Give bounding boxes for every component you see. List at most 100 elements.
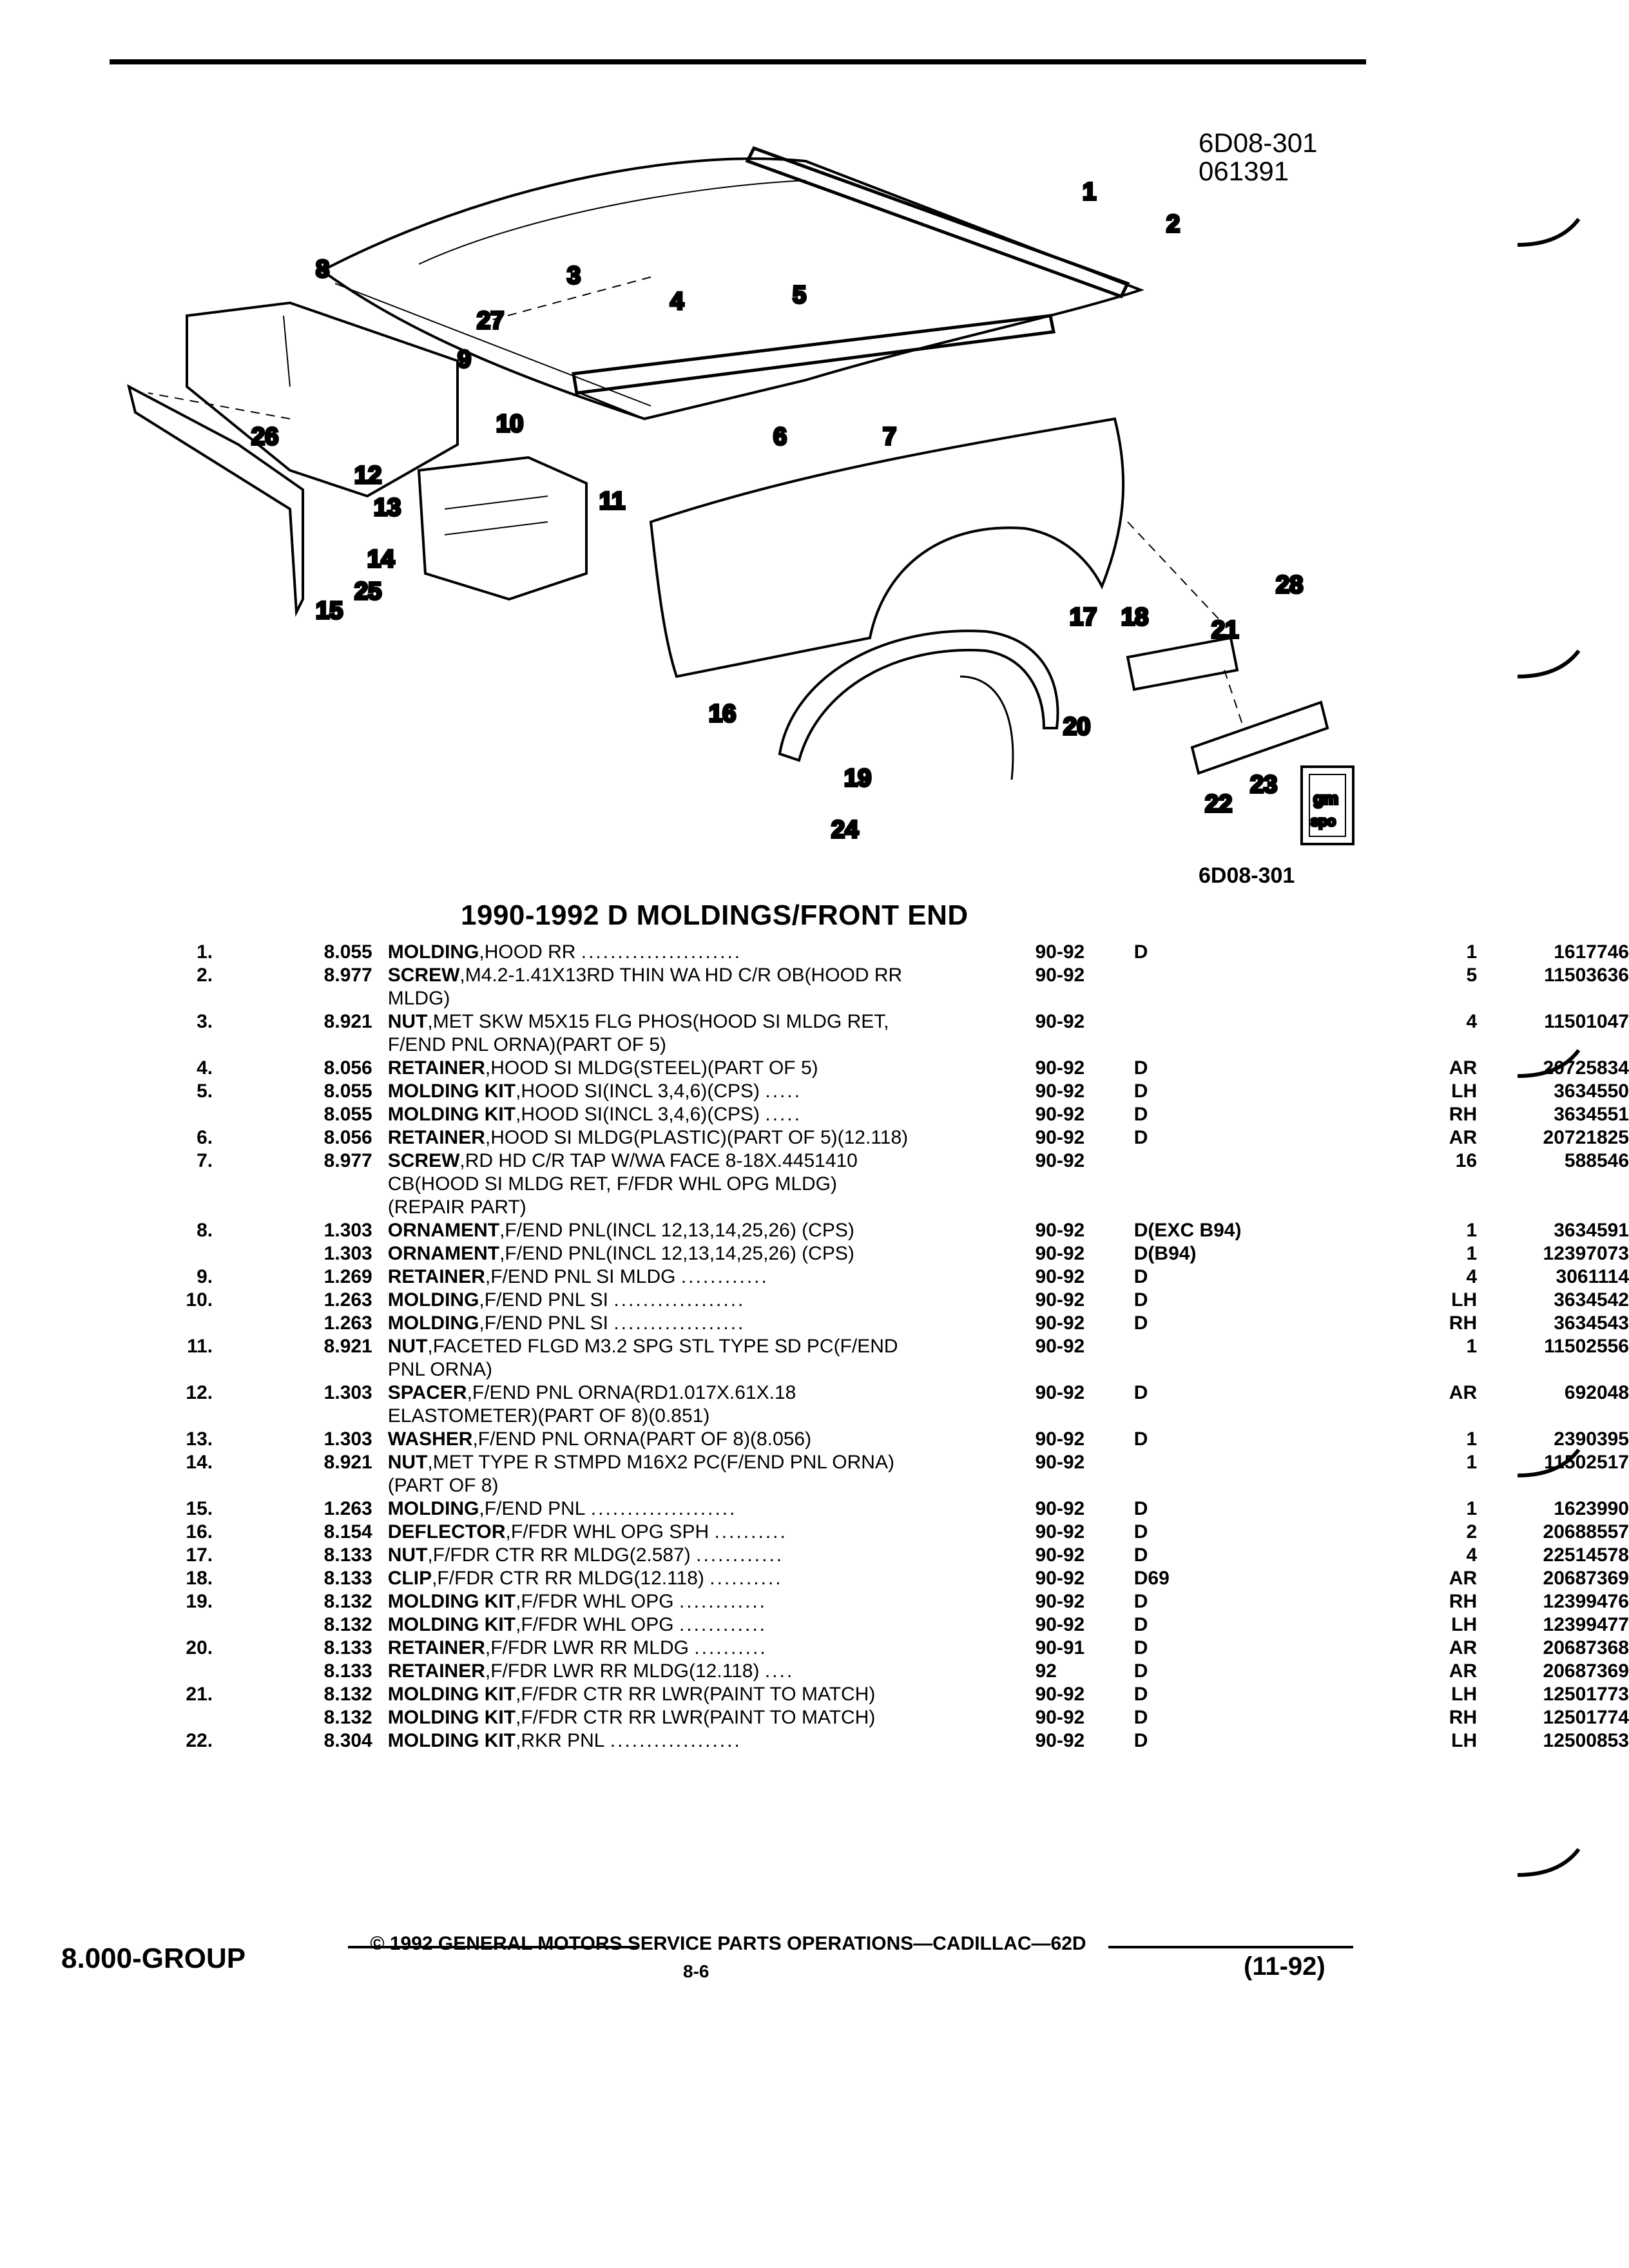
- model-years: 90-92: [1035, 1684, 1085, 1705]
- item-number: 1.: [197, 941, 213, 963]
- item-number: [0, 1706, 213, 1729]
- quantity: AR: [1449, 1660, 1478, 1682]
- footer-rule-left: [348, 1946, 638, 1948]
- quantity: RH: [1449, 1591, 1478, 1612]
- quantity: 1: [1466, 1428, 1478, 1450]
- logo-text-gm: gm: [1313, 789, 1338, 808]
- quantity: LH: [1451, 1730, 1478, 1751]
- part-number: 3634551: [1554, 1104, 1629, 1125]
- part-name: SCREW: [387, 1150, 460, 1171]
- callout-10: 10: [496, 410, 523, 437]
- part-number: 20688557: [1543, 1521, 1629, 1542]
- callout-14: 14: [367, 546, 394, 573]
- option-code: [1128, 964, 1394, 1010]
- part-detail: ,HOOD SI MLDG(STEEL)(PART OF 5): [485, 1057, 818, 1079]
- callout-27: 27: [477, 307, 504, 334]
- model-years: 90-92: [1035, 1707, 1085, 1728]
- part-number: 3634591: [1554, 1220, 1629, 1241]
- model-years: 90-92: [1035, 1266, 1085, 1287]
- callout-16: 16: [709, 700, 736, 727]
- leader-dots: ..........: [709, 1568, 783, 1589]
- item-number: 20.: [186, 1637, 213, 1658]
- callout-11: 11: [599, 488, 625, 515]
- part-name: MOLDING KIT: [387, 1591, 516, 1612]
- option-code: D: [1133, 941, 1148, 963]
- callout-1: 1: [1083, 178, 1096, 206]
- option-code: D: [1133, 1266, 1148, 1287]
- part-detail: ,F/END PNL(INCL 12,13,14,25,26) (CPS): [499, 1243, 854, 1264]
- callout-23: 23: [1250, 771, 1277, 798]
- model-years: 90-92: [1035, 1498, 1085, 1519]
- model-years: 90-92: [1035, 1452, 1085, 1473]
- quantity: LH: [1451, 1081, 1478, 1102]
- part-description: MOLDING KIT,F/FDR WHL OPG ............: [372, 1613, 1029, 1637]
- part-description: MOLDING,F/END PNL SI ..................: [372, 1312, 1029, 1335]
- part-number: 12397073: [1543, 1243, 1629, 1264]
- group-number: 8.056: [323, 1127, 372, 1148]
- leader-dots: ............: [679, 1591, 767, 1612]
- part-number: 12399476: [1543, 1591, 1629, 1612]
- part-name: WASHER: [387, 1428, 473, 1450]
- option-code: D(B94): [1133, 1243, 1197, 1264]
- callout-13: 13: [374, 494, 401, 521]
- top-rule: [110, 59, 1366, 64]
- leader-dots: .....: [765, 1104, 802, 1125]
- part-detail: ,M4.2-1.41X13RD THIN WA HD C/R OB(HOOD R…: [387, 965, 903, 1009]
- part-description: RETAINER,HOOD SI MLDG(STEEL)(PART OF 5): [372, 1057, 1029, 1080]
- model-years: 90-92: [1035, 1312, 1085, 1334]
- part-description: NUT,FACETED FLGD M3.2 SPG STL TYPE SD PC…: [372, 1335, 1029, 1381]
- quantity: 1: [1466, 1220, 1478, 1241]
- part-detail: ,F/END PNL SI: [479, 1289, 609, 1311]
- quantity: 1: [1466, 1336, 1478, 1357]
- callout-28: 28: [1276, 572, 1303, 599]
- group-number: 1.303: [323, 1220, 372, 1241]
- callout-26: 26: [251, 423, 278, 450]
- group-number: 8.133: [323, 1637, 372, 1658]
- model-years: 90-92: [1035, 1544, 1085, 1566]
- item-number: 11.: [187, 1336, 213, 1357]
- item-number: 12.: [186, 1382, 213, 1403]
- revision-date: (11-92): [1244, 1952, 1325, 1981]
- model-years: 90-92: [1035, 1127, 1085, 1148]
- group-number: 8.055: [323, 941, 372, 963]
- item-number: 4.: [197, 1057, 213, 1079]
- part-number: 3634543: [1554, 1312, 1629, 1334]
- part-description: SCREW,M4.2-1.41X13RD THIN WA HD C/R OB(H…: [372, 964, 1029, 1010]
- leader-dots: ..........: [694, 1637, 767, 1658]
- part-number: 588546: [1564, 1150, 1629, 1171]
- part-detail: ,RKR PNL: [516, 1730, 605, 1751]
- quantity: LH: [1451, 1614, 1478, 1635]
- section-title: 1990-1992 D MOLDINGS/FRONT END: [461, 899, 969, 931]
- callout-6: 6: [773, 423, 787, 450]
- part-detail: ,RD HD C/R TAP W/WA FACE 8-18X.4451410 C…: [387, 1150, 858, 1218]
- item-number: 18.: [186, 1568, 213, 1589]
- part-name: CLIP: [387, 1568, 432, 1589]
- part-number: 12501774: [1543, 1707, 1629, 1728]
- group-label: 8.000-GROUP: [61, 1943, 246, 1974]
- part-detail: ,HOOD SI(INCL 3,4,6)(CPS): [516, 1104, 760, 1125]
- quantity: 1: [1466, 1452, 1478, 1473]
- figure-code-date: 061391: [1199, 156, 1289, 186]
- callout-15: 15: [316, 597, 343, 624]
- figure-code-bottom: 6D08-301: [1199, 863, 1295, 888]
- callout-20: 20: [1063, 713, 1090, 740]
- item-number: 21.: [186, 1684, 213, 1705]
- leader-dots: ..................: [613, 1289, 746, 1311]
- figure-code-id: 6D08-301: [1199, 128, 1318, 158]
- leader-dots: ............: [680, 1266, 769, 1287]
- model-years: 90-92: [1035, 1730, 1085, 1751]
- part-description: MOLDING KIT,HOOD SI(INCL 3,4,6)(CPS) ...…: [372, 1103, 1029, 1126]
- quantity: AR: [1449, 1382, 1478, 1403]
- option-code: [1128, 1335, 1394, 1381]
- option-code: D: [1133, 1544, 1148, 1566]
